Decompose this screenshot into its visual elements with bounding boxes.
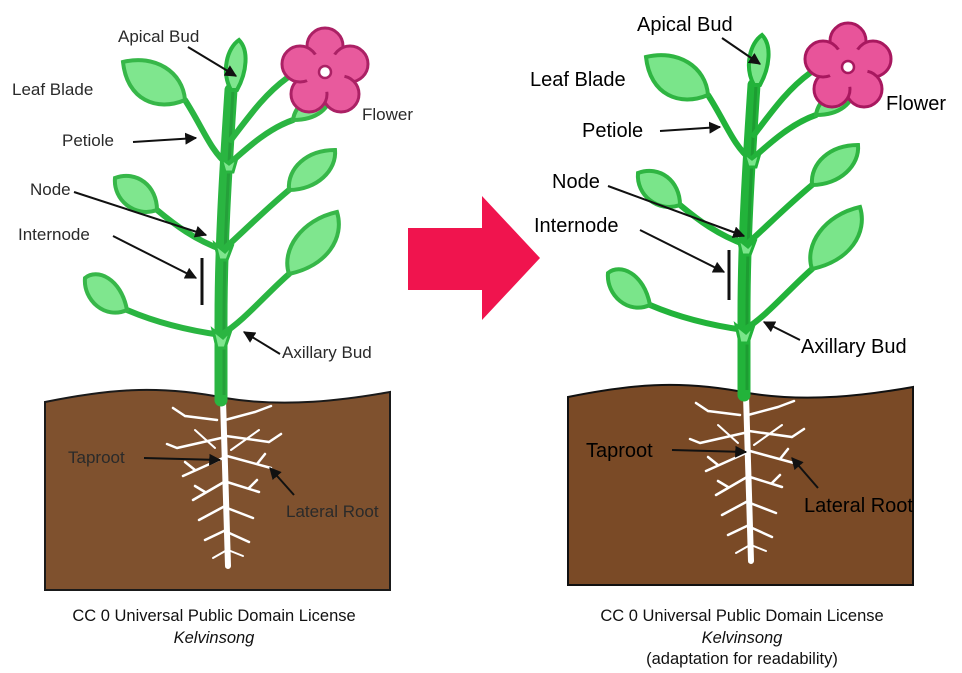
- left-label-internode: Internode: [18, 225, 90, 244]
- right-credit: CC 0 Universal Public Domain License Kel…: [600, 607, 883, 668]
- right-label-lateral-root: Lateral Root: [804, 495, 913, 517]
- left-label-axillary-bud: Axillary Bud: [282, 343, 372, 362]
- right-label-internode: Internode: [534, 215, 619, 237]
- right-label-petiole: Petiole: [582, 120, 643, 142]
- left-label-taproot: Taproot: [68, 448, 125, 467]
- left-credit: CC 0 Universal Public Domain License Kel…: [72, 607, 355, 647]
- right-label-axillary-bud: Axillary Bud: [801, 336, 907, 358]
- right-label-leaf-blade: Leaf Blade: [530, 69, 626, 91]
- right-label-flower: Flower: [886, 93, 946, 115]
- left-credit-author: Kelvinsong: [174, 629, 256, 647]
- right-credit-license: CC 0 Universal Public Domain License: [600, 607, 883, 625]
- left-label-lateral-root: Lateral Root: [286, 502, 379, 521]
- right-label-node: Node: [552, 171, 600, 193]
- left-credit-license: CC 0 Universal Public Domain License: [72, 607, 355, 625]
- transform-arrow: [408, 196, 540, 320]
- right-credit-author: Kelvinsong: [702, 629, 784, 647]
- left-label-node: Node: [30, 180, 71, 199]
- left-label-petiole: Petiole: [62, 131, 114, 150]
- right-label-taproot: Taproot: [586, 440, 653, 462]
- left-label-apical-bud: Apical Bud: [118, 27, 199, 46]
- left-label-leaf-blade: Leaf Blade: [12, 80, 93, 99]
- left-label-flower: Flower: [362, 105, 413, 124]
- right-label-apical-bud: Apical Bud: [637, 14, 733, 36]
- right-credit-note: (adaptation for readability): [646, 650, 838, 668]
